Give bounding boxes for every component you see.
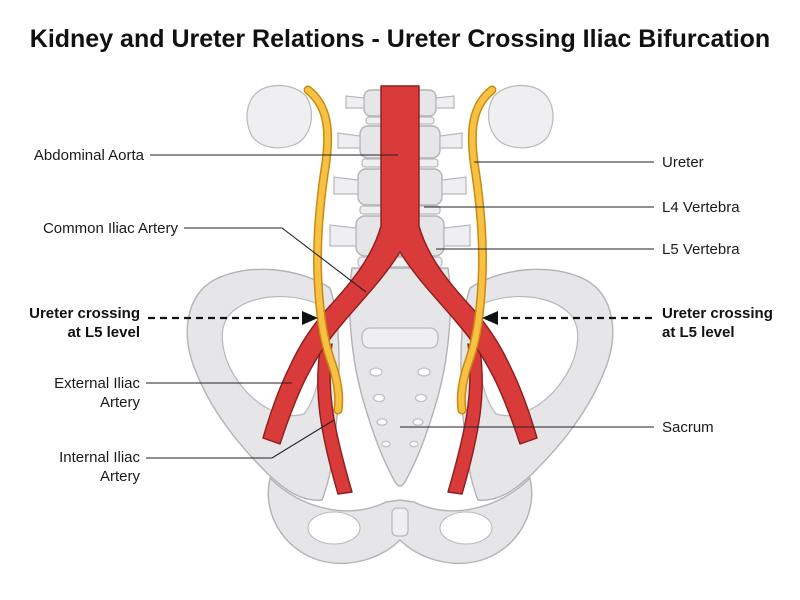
- pubic-symphysis: [391, 507, 409, 537]
- vertebra-l5-right-process: [443, 224, 471, 247]
- label-abdominal-aorta: Abdominal Aorta: [34, 147, 145, 164]
- label-internal-iliac-line2: Artery: [100, 468, 141, 485]
- vertebra-l4-left-process: [333, 176, 359, 195]
- label-sacrum: Sacrum: [662, 419, 714, 436]
- label-ureter-crossing-left-line2: at L5 level: [67, 324, 140, 341]
- label-external-iliac-line1: External Iliac: [54, 375, 140, 392]
- label-ureter-crossing-left-line1: Ureter crossing: [29, 305, 140, 322]
- right-ureter: [458, 87, 495, 413]
- right-kidney-shape: [487, 84, 554, 149]
- abdominal-aorta: [262, 85, 538, 445]
- leader-common-iliac-artery: [184, 227, 367, 293]
- internal-iliac-artery-right: [447, 343, 483, 495]
- sacrum-shape: [349, 267, 451, 487]
- vertebra-l3-left-process: [337, 132, 361, 149]
- label-internal-iliac-line1: Internal Iliac: [59, 449, 140, 466]
- left-ureter: [305, 87, 342, 413]
- vertebra-l3-right-process: [439, 132, 463, 149]
- label-l4-vertebra: L4 Vertebra: [662, 199, 740, 216]
- left-kidney-shape: [246, 84, 313, 149]
- vertebra-l5-left-process: [329, 224, 357, 247]
- vertebra-l4-right-process: [441, 176, 467, 195]
- vertebra-l2-right-process: [435, 95, 455, 109]
- right-obturator-foramen: [439, 511, 493, 545]
- vertebra-l2-left-process: [345, 95, 365, 109]
- arrowhead-left: [302, 311, 318, 325]
- sacral-foramina: [369, 367, 431, 448]
- label-l5-vertebra: L5 Vertebra: [662, 241, 740, 258]
- diagram-title: Kidney and Ureter Relations - Ureter Cro…: [30, 25, 770, 53]
- label-external-iliac-line2: Artery: [100, 394, 141, 411]
- internal-iliac-artery-left: [317, 343, 353, 495]
- sacral-promontory: [361, 327, 439, 349]
- leader-internal-iliac-artery: [146, 419, 335, 459]
- label-ureter-crossing-right-line2: at L5 level: [662, 324, 735, 341]
- label-ureter: Ureter: [662, 154, 704, 171]
- left-obturator-foramen: [307, 511, 361, 545]
- arrowhead-right: [482, 311, 498, 325]
- label-common-iliac-artery: Common Iliac Artery: [43, 220, 179, 237]
- label-ureter-crossing-right-line1: Ureter crossing: [662, 305, 773, 322]
